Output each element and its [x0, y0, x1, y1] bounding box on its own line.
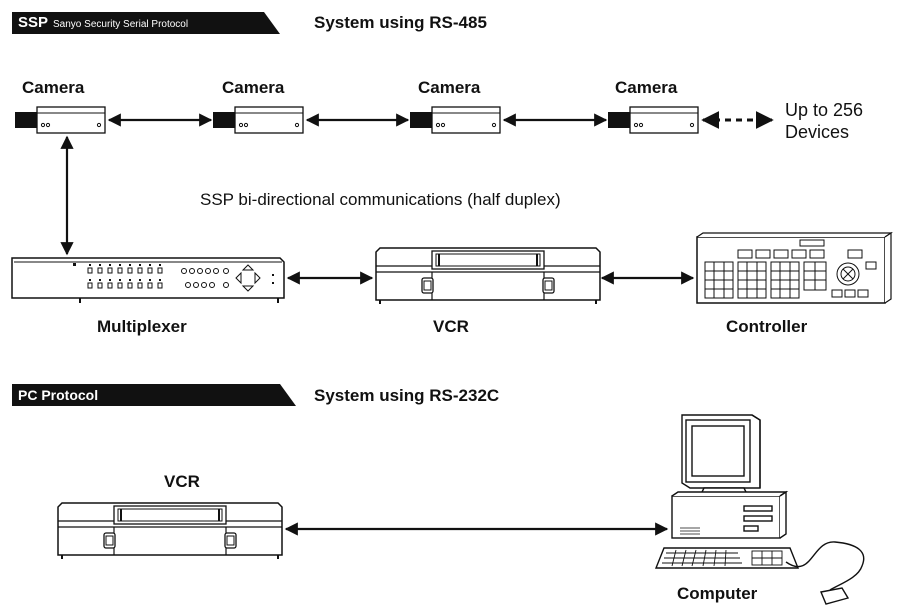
devices-note-line1: Up to 256 [785, 100, 864, 120]
pc-heading: System using RS-232C [314, 386, 500, 405]
camera-label-2: Camera [222, 78, 285, 97]
ssp-tag-abbrev: SSP [18, 14, 49, 31]
multiplexer [11, 257, 285, 303]
vcr-bottom [57, 502, 283, 560]
controller-label: Controller [726, 317, 808, 336]
ssp-heading: System using RS-485 [314, 13, 487, 32]
camera-label-3: Camera [418, 78, 481, 97]
multiplexer-label: Multiplexer [97, 317, 187, 336]
camera-label-4: Camera [615, 78, 678, 97]
computer-label: Computer [677, 584, 758, 603]
camera-2 [212, 106, 304, 134]
devices-note-line2: Devices [785, 122, 850, 142]
pc-tag-text: PC Protocol [18, 387, 99, 403]
controller [696, 231, 893, 304]
camera-3 [409, 106, 501, 134]
camera-label-1: Camera [22, 78, 85, 97]
vcr-top [375, 247, 601, 305]
vcr-label-bottom: VCR [164, 472, 200, 491]
pc-tag: PC Protocol [12, 384, 296, 406]
ssp-tag: SSP Sanyo Security Serial Protocol [12, 12, 280, 34]
vcr-label-top: VCR [433, 317, 469, 336]
camera-1 [14, 106, 106, 134]
ssp-tag-full: Sanyo Security Serial Protocol [53, 19, 189, 30]
computer [654, 414, 865, 605]
comm-note: SSP bi-directional communications (half … [200, 190, 561, 209]
camera-4 [607, 106, 699, 134]
